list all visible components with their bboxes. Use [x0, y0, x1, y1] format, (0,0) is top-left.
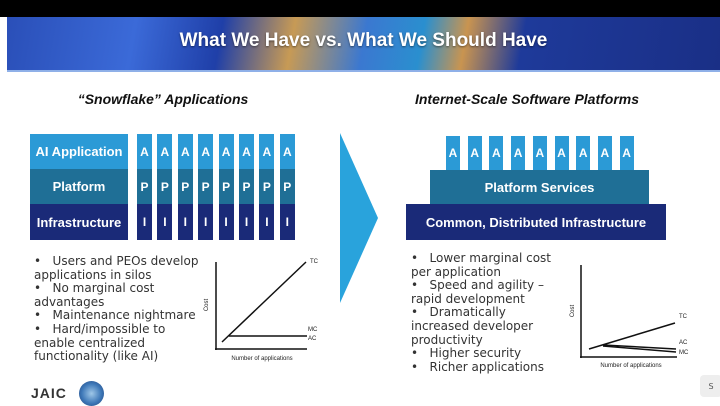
snowflake-cell: A [137, 134, 152, 169]
snowflake-cell: A [157, 134, 173, 169]
bullet-item: • Richer applications [411, 359, 544, 374]
layer-platform: Platform [30, 169, 128, 204]
mc-label: MC [308, 327, 318, 333]
left-bullets: • Users and PEOs develop applications in… [34, 254, 204, 364]
app-block: A [532, 136, 547, 170]
snowflake-cell: P [259, 169, 275, 204]
app-block: A [446, 136, 460, 170]
bullet-item: • Higher security [411, 346, 522, 361]
y-axis-label: Cost [570, 304, 577, 318]
tc-label: TC [679, 314, 687, 320]
x-axis-label: Number of applications [231, 356, 293, 362]
snowflake-cell: P [218, 169, 234, 204]
app-block: A [597, 136, 612, 170]
app-block: A [554, 136, 569, 170]
snowflake-cell: P [177, 169, 193, 204]
snowflake-cell: A [279, 134, 295, 169]
dod-seal-icon [79, 381, 104, 406]
mc-label: MC [679, 350, 689, 356]
tc-line [588, 322, 676, 350]
snowflake-cell: I [198, 204, 214, 240]
bullet-item: • Maintenance nightmare [34, 308, 196, 323]
snowflake-cell: I [218, 204, 234, 240]
snowflake-cell: A [259, 134, 275, 169]
snowflake-cell: P [239, 169, 254, 204]
snowflake-cell: I [239, 204, 254, 240]
left-section-title: “Snowflake” Applications [77, 91, 249, 107]
snowflake-cell: I [157, 204, 173, 240]
snowflake-cell: I [279, 204, 295, 240]
top-black-bar [0, 0, 720, 17]
common-infrastructure: Common, Distributed Infrastructure [406, 204, 666, 240]
tc-label: TC [310, 259, 318, 265]
x-axis-label: Number of applications [600, 363, 662, 369]
platform-services: Platform Services [430, 170, 649, 204]
snowflake-cell: P [279, 169, 295, 204]
app-block: A [619, 136, 634, 170]
app-block: A [576, 136, 591, 170]
bullet-item: • Hard/impossible to enable centralized … [34, 321, 166, 364]
corner-button[interactable]: S [700, 375, 720, 397]
snowflake-cell: A [239, 134, 254, 169]
app-block: A [489, 136, 504, 170]
ac-line [602, 344, 677, 350]
ac-label: AC [308, 336, 317, 342]
right-arrow-icon [340, 133, 378, 303]
bullet-item: • Speed and agility – rapid development [411, 278, 544, 306]
jaic-logo: JAIC [31, 385, 67, 401]
ac-label: AC [679, 340, 688, 346]
snowflake-cell: I [137, 204, 152, 240]
snowflake-cell: A [177, 134, 193, 169]
snowflake-cell: A [218, 134, 234, 169]
layer-ai-application: AI Application [30, 134, 128, 169]
bullet-item: • No marginal cost advantages [34, 281, 155, 309]
snowflake-cell: P [198, 169, 214, 204]
mc-line [602, 345, 677, 353]
tc-line [221, 261, 307, 343]
slide-title: What We Have vs. What We Should Have [179, 30, 548, 51]
bullet-item: • Users and PEOs develop applications in… [34, 254, 199, 282]
snowflake-cell: P [157, 169, 173, 204]
bullet-item: • Lower marginal cost per application [411, 251, 552, 279]
title-banner [7, 17, 720, 72]
left-strip [0, 17, 7, 405]
snowflake-cell: I [177, 204, 193, 240]
snowflake-cell: I [259, 204, 275, 240]
snowflake-cell: A [198, 134, 214, 169]
layer-infrastructure: Infrastructure [30, 204, 128, 240]
right-bullets: • Lower marginal cost per application • … [411, 251, 561, 374]
right-section-title: Internet-Scale Software Platforms [414, 91, 640, 107]
app-block: A [511, 136, 526, 170]
bullet-item: • Dramatically increased developer produ… [411, 305, 534, 347]
app-block: A [467, 136, 482, 170]
snowflake-cell: P [137, 169, 152, 204]
